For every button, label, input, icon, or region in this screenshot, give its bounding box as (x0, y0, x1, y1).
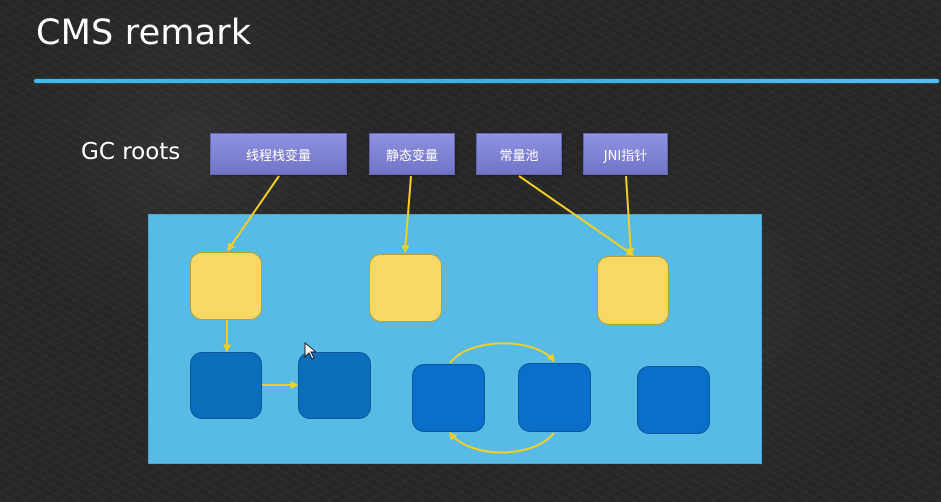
gc-root-label: 静态变量 (385, 148, 438, 164)
cyclic-object-1 (412, 364, 485, 432)
slide-title: CMS remark (36, 13, 252, 53)
gc-root-static-variables: 静态变量 (369, 133, 455, 175)
gc-root-label: 常量池 (499, 148, 539, 164)
gc-roots-label: GC roots (81, 139, 181, 165)
root-referenced-object-2 (369, 254, 442, 322)
title-underline (34, 79, 939, 83)
gc-root-thread-stack-variables: 线程栈变量 (210, 133, 347, 175)
gc-root-constant-pool: 常量池 (476, 133, 562, 175)
isolated-object (637, 366, 710, 434)
cyclic-object-2 (518, 363, 591, 432)
mouse-pointer-icon (304, 342, 316, 360)
gc-root-label: JNI指针 (603, 148, 648, 164)
reachable-object-1 (190, 352, 262, 419)
gc-root-label: 线程栈变量 (245, 148, 311, 164)
root-referenced-object-3 (597, 256, 669, 325)
reachable-object-2 (298, 352, 371, 419)
root-referenced-object-1 (190, 252, 262, 320)
gc-root-jni-pointers: JNI指针 (583, 133, 668, 175)
